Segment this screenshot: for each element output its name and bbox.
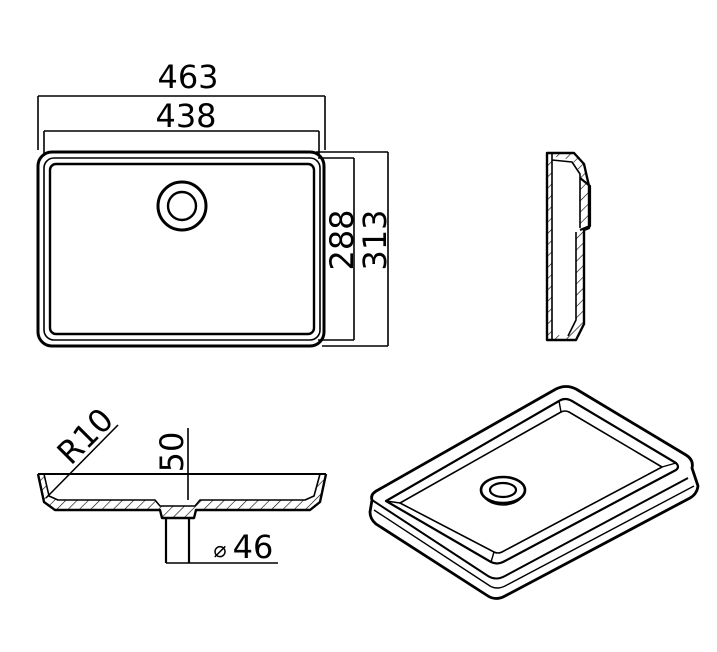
isometric-view (368, 385, 700, 600)
depth-dimension-lines (316, 151, 389, 347)
iso-outer-rim (368, 385, 700, 600)
basin-bowl (48, 162, 316, 336)
section-view (36, 424, 328, 564)
section-inner-line (43, 473, 321, 507)
iso-drain-depth (480, 490, 526, 506)
drain-pipe (164, 518, 191, 563)
section-outline (36, 473, 328, 520)
top-view (36, 95, 389, 348)
section-wall-hatch (38, 474, 326, 518)
iso-drain-outer (479, 475, 527, 505)
overall-width-label: 463 (157, 58, 218, 96)
side-view (545, 151, 592, 342)
inner-width-label: 438 (155, 97, 216, 135)
iso-rim-edge-line (373, 485, 695, 589)
side-outline (545, 151, 591, 342)
iso-drain-inner (488, 481, 518, 499)
side-inner-line (551, 153, 581, 340)
drain-outer-ring (156, 180, 208, 232)
drain-diameter-label: 46 (233, 528, 274, 566)
radius-leader-line (45, 424, 119, 499)
drain-diameter-symbol: ⌀ (213, 538, 226, 563)
iso-bowl-corners (385, 400, 677, 563)
overall-depth-label: 313 (356, 209, 394, 270)
inner-depth-label: 288 (323, 209, 361, 270)
iso-rim-top-line (371, 477, 689, 580)
height-label: 50 (153, 432, 191, 473)
iso-inner-rim (384, 397, 680, 565)
corner-radius-label: R10 (50, 401, 121, 472)
basin-inner-rim (43, 157, 321, 341)
drain-inner-ring (166, 190, 198, 222)
basin-outer-rim (36, 150, 326, 348)
side-inner-fill (552, 156, 580, 336)
side-drain-profile (579, 177, 592, 232)
